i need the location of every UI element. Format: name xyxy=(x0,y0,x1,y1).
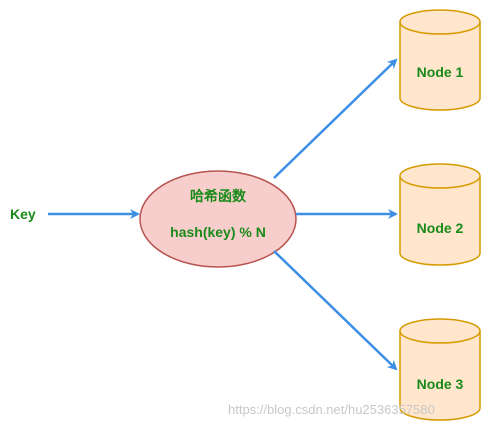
key-label: Key xyxy=(10,206,36,222)
node-3-label: Node 3 xyxy=(417,376,464,392)
hash-function-node: 哈希函数 hash(key) % N xyxy=(139,170,297,268)
watermark-text: https://blog.csdn.net/hu2536357580 xyxy=(228,402,435,417)
hash-title: 哈希函数 xyxy=(190,188,247,204)
node-2-cylinder: Node 2 xyxy=(399,163,481,266)
node-2-label: Node 2 xyxy=(417,220,464,236)
node-1-label: Node 1 xyxy=(417,64,464,80)
hash-to-node1-arrow xyxy=(273,58,398,179)
hash-to-node3-arrow xyxy=(273,250,398,371)
hash-ellipse xyxy=(139,170,297,268)
hash-formula: hash(key) % N xyxy=(170,224,266,240)
node-1-cylinder: Node 1 xyxy=(399,9,481,111)
node-3-cylinder: Node 3 xyxy=(399,318,481,421)
